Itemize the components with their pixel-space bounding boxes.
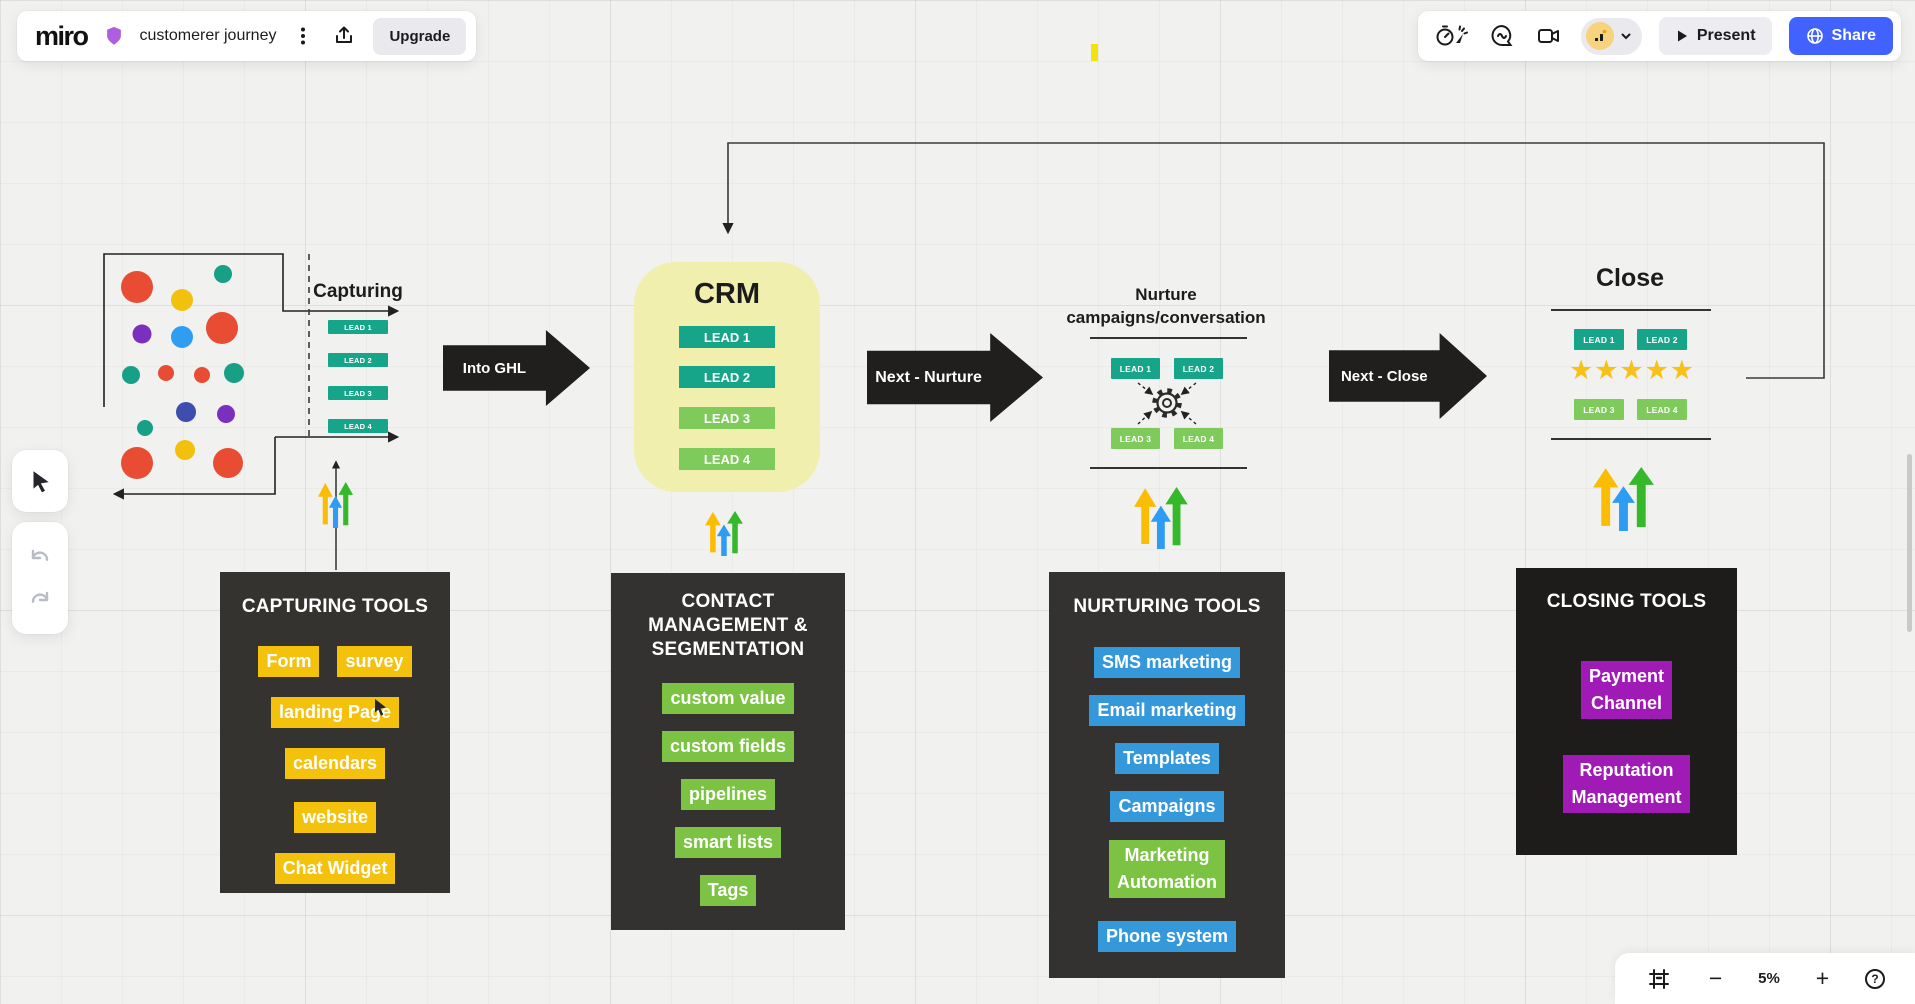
tag-smart-lists[interactable]: smart lists <box>674 827 782 859</box>
tag-sms-marketing[interactable]: SMS marketing <box>1093 646 1241 678</box>
capturing-tools-title: CAPTURING TOOLS <box>241 596 429 617</box>
crm-lead[interactable]: LEAD 4 <box>679 448 775 470</box>
next-nurture-arrow[interactable]: Next - Nurture <box>867 333 1043 422</box>
board-title[interactable]: customerer journey <box>139 27 277 44</box>
tag-tags[interactable]: Tags <box>699 875 757 907</box>
contact-management-box[interactable]: CONTACT MANAGEMENT & SEGMENTATION custom… <box>611 573 845 930</box>
into-ghl-arrow[interactable]: Into GHL <box>443 330 590 406</box>
crm-lead[interactable]: LEAD 1 <box>679 326 775 348</box>
lead-chip[interactable]: LEAD 2 <box>1174 358 1223 379</box>
next-nurture-arrow-label: Next - Nurture <box>875 368 982 386</box>
board-badge-icon <box>106 26 121 45</box>
share-label: Share <box>1831 27 1876 44</box>
zoom-level[interactable]: 5% <box>1758 970 1780 987</box>
miro-logo[interactable]: miro <box>35 20 89 51</box>
ghl-arrows-icon <box>1134 487 1188 549</box>
tag-campaigns[interactable]: Campaigns <box>1110 790 1224 822</box>
nurturing-tools-box[interactable]: NURTURING TOOLS SMS marketing Email mark… <box>1049 572 1285 978</box>
zoom-in-button[interactable]: + <box>1810 966 1835 991</box>
next-close-arrow[interactable]: Next - Close <box>1329 333 1487 419</box>
lead-chip[interactable]: LEAD 3 <box>1574 399 1624 420</box>
tag-payment-channel[interactable]: Payment Channel <box>1580 660 1673 719</box>
crm-title: CRM <box>693 278 761 310</box>
play-icon <box>1677 30 1687 42</box>
collaborator-cursor-icon <box>375 699 386 716</box>
apps-icon <box>1585 22 1614 50</box>
close-title[interactable]: Close <box>1595 264 1665 292</box>
tag-custom-value[interactable]: custom value <box>662 683 794 715</box>
present-button[interactable]: Present <box>1658 17 1772 55</box>
upgrade-button[interactable]: Upgrade <box>373 17 467 55</box>
nurturing-tools-title: NURTURING TOOLS <box>1073 596 1261 617</box>
tag-email-marketing[interactable]: Email marketing <box>1089 694 1245 726</box>
lead-chip[interactable]: LEAD 4 <box>328 419 388 433</box>
apps-button[interactable] <box>1580 17 1642 55</box>
into-ghl-arrow-label: Into GHL <box>462 359 527 377</box>
lead-chip[interactable]: LEAD 3 <box>1111 428 1160 449</box>
present-label: Present <box>1696 27 1756 44</box>
tag-form[interactable]: Form <box>258 645 320 677</box>
vertical-scrollbar[interactable] <box>1907 454 1912 632</box>
gear-icon <box>1137 382 1197 425</box>
kebab-menu-icon[interactable] <box>291 23 315 49</box>
crm-lead[interactable]: LEAD 2 <box>679 366 775 388</box>
tag-website[interactable]: website <box>293 801 377 833</box>
globe-icon <box>1806 28 1823 44</box>
crm-lead[interactable]: LEAD 3 <box>679 407 775 429</box>
capturing-label[interactable]: Capturing <box>313 281 403 302</box>
undo-button[interactable] <box>26 544 54 570</box>
comments-icon[interactable] <box>1487 21 1517 51</box>
mini-sticky-note[interactable] <box>1091 44 1098 61</box>
lead-chip[interactable]: LEAD 3 <box>328 386 388 400</box>
help-button[interactable]: ? <box>1865 968 1886 989</box>
closing-tools-title: CLOSING TOOLS <box>1546 591 1707 612</box>
nurture-title[interactable]: Nurture campaigns/conversation <box>1066 285 1266 327</box>
dots-cluster <box>121 265 244 479</box>
tag-templates[interactable]: Templates <box>1115 742 1219 774</box>
tag-calendars[interactable]: calendars <box>284 747 386 779</box>
lead-chip[interactable]: LEAD 1 <box>1111 358 1160 379</box>
contact-management-title: CONTACT MANAGEMENT & SEGMENTATION <box>648 591 808 660</box>
lead-chip[interactable]: LEAD 2 <box>328 353 388 367</box>
tag-custom-fields[interactable]: custom fields <box>661 731 795 763</box>
reactions-icon[interactable] <box>1434 21 1470 51</box>
lead-chip[interactable]: LEAD 4 <box>1174 428 1223 449</box>
tag-reputation-management[interactable]: Reputation Management <box>1563 754 1690 813</box>
video-chat-icon[interactable] <box>1534 21 1564 51</box>
board-header: miro customerer journey Upgrade <box>17 11 477 61</box>
select-tool-button[interactable] <box>12 450 68 512</box>
next-close-arrow-label: Next - Close <box>1340 367 1428 385</box>
lead-chip[interactable]: LEAD 2 <box>1637 329 1687 350</box>
closing-tools-box[interactable]: CLOSING TOOLS Payment Channel Reputation… <box>1516 568 1737 855</box>
lead-chip[interactable]: LEAD 1 <box>328 320 388 334</box>
tag-chat-widget[interactable]: Chat Widget <box>274 852 396 884</box>
tag-marketing-automation[interactable]: Marketing Automation <box>1109 839 1225 898</box>
redo-button[interactable] <box>26 586 54 612</box>
ghl-arrows-icon <box>318 482 354 528</box>
ghl-arrows-icon <box>705 511 743 556</box>
lead-chip[interactable]: LEAD 4 <box>1637 399 1687 420</box>
history-toolbar <box>12 522 68 634</box>
frames-icon[interactable] <box>1645 965 1673 993</box>
chevron-down-icon <box>1621 33 1631 40</box>
lead-chip[interactable]: LEAD 1 <box>1574 329 1624 350</box>
tag-pipelines[interactable]: pipelines <box>680 779 776 811</box>
cursor-icon <box>33 471 49 493</box>
collaboration-toolbar: Present Share <box>1417 11 1901 61</box>
export-icon[interactable] <box>330 22 358 50</box>
ghl-arrows-icon <box>1593 467 1654 531</box>
zoom-out-button[interactable]: − <box>1703 966 1728 991</box>
zoom-toolbar: − 5% + ? <box>1615 953 1915 1004</box>
capturing-tools-box[interactable]: CAPTURING TOOLS Form survey landing Page… <box>220 572 450 893</box>
share-button[interactable]: Share <box>1788 17 1893 55</box>
crm-card[interactable]: CRM LEAD 1 LEAD 2 LEAD 3 LEAD 4 <box>634 262 820 492</box>
tag-survey[interactable]: survey <box>337 645 412 677</box>
tag-phone-system[interactable]: Phone system <box>1097 920 1237 952</box>
five-star-rating[interactable]: ★★★★★ <box>1568 355 1696 385</box>
